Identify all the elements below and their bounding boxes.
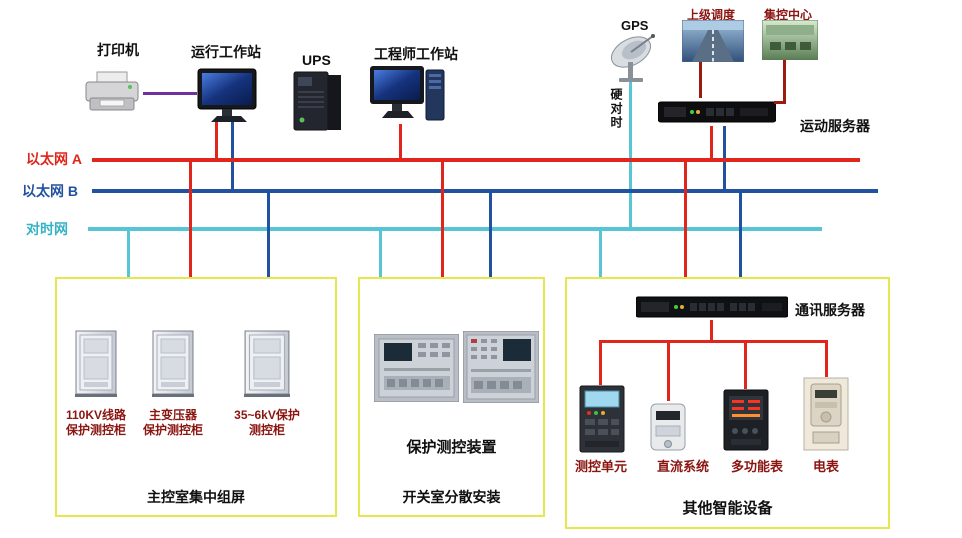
- dc-system-drop: [667, 343, 670, 401]
- device-distribution-line: [599, 340, 828, 343]
- printer-label: 打印机: [97, 42, 139, 58]
- ethernet-b-label: 以太网 B: [22, 183, 78, 199]
- central-control-label: 集控中心: [764, 8, 813, 22]
- dc-system-icon: [648, 401, 688, 453]
- cabinet-transformer-label: 主变压器 保护测控柜: [142, 408, 203, 437]
- measurement-unit-drop: [599, 343, 602, 385]
- main-control-room-caption: 主控室集中组屏: [147, 489, 245, 505]
- hard-time-sync-label: 硬对时: [609, 88, 623, 130]
- gps-label: GPS: [621, 18, 649, 33]
- protection-device-b-icon: [462, 330, 540, 404]
- engineer-workstation-icon: [370, 66, 448, 126]
- rightbox-eth-a-drop: [684, 162, 687, 277]
- operator-monitor-icon: [197, 68, 261, 124]
- rightbox-time-sync-drop: [599, 231, 602, 277]
- leftbox-eth-a-drop: [189, 162, 192, 277]
- ethernet-b-bus: [92, 189, 878, 193]
- superior-dispatch-label: 上级调度: [687, 8, 736, 22]
- server-eth-a-drop: [710, 126, 713, 160]
- dispatch-photo: [681, 19, 745, 63]
- multifunction-meter-label: 多功能表: [730, 459, 783, 474]
- cabinet-35kv-label: 35~6kV保护 测控柜: [234, 408, 300, 437]
- middlebox-eth-a-drop: [441, 162, 444, 277]
- multifunction-meter-icon: [723, 389, 769, 451]
- operator-eth-b-drop: [231, 122, 234, 192]
- energy-meter-label: 电表: [812, 459, 839, 474]
- ethernet-a-bus: [92, 158, 860, 162]
- time-sync-label: 对时网: [26, 221, 68, 237]
- ethernet-a-label: 以太网 A: [26, 151, 82, 167]
- control-center-photo: [761, 19, 819, 61]
- dc-system-label: 直流系统: [656, 459, 709, 474]
- rightbox-eth-b-drop: [739, 193, 742, 277]
- telecontrol-server-label: 运动服务器: [800, 118, 870, 134]
- ups-icon: [290, 70, 346, 132]
- leftbox-time-sync-drop: [127, 231, 130, 277]
- cabinet-transformer-icon: [152, 330, 194, 398]
- ups-label: UPS: [302, 52, 331, 68]
- cabinet-110kv-icon: [75, 330, 117, 398]
- comm-server-feed-line: [710, 320, 713, 342]
- cabinet-110kv-label: 110KV线路 保护测控柜: [65, 408, 127, 437]
- telecontrol-server-icon: [657, 98, 777, 126]
- comm-server-label: 通讯服务器: [795, 302, 865, 318]
- dispatch-uplink-line: [699, 62, 702, 98]
- middlebox-time-sync-drop: [379, 231, 382, 277]
- time-sync-bus: [88, 227, 822, 231]
- energy-meter-drop: [825, 343, 828, 377]
- leftbox-eth-b-drop: [267, 193, 270, 277]
- switchgear-room-caption: 开关室分散安装: [402, 489, 501, 505]
- multifunction-meter-drop: [744, 343, 747, 389]
- control-center-uplink-elbow: [774, 101, 786, 104]
- protection-device-label: 保护测控装置: [406, 439, 497, 456]
- energy-meter-icon: [803, 377, 849, 451]
- operator-eth-a-drop: [215, 122, 218, 160]
- measurement-unit-label: 测控单元: [574, 459, 627, 474]
- control-center-uplink-line: [783, 60, 786, 104]
- middlebox-eth-b-drop: [489, 193, 492, 277]
- gps-dish-icon: [607, 34, 661, 84]
- protection-device-a-icon: [373, 333, 460, 403]
- cabinet-35kv-icon: [244, 330, 290, 398]
- other-devices-caption: 其他智能设备: [682, 500, 773, 517]
- engineer-eth-a-drop: [399, 124, 402, 160]
- printer-link-line: [143, 92, 197, 95]
- comm-server-icon: [635, 294, 789, 320]
- printer-icon: [82, 70, 142, 115]
- measurement-unit-icon: [579, 385, 625, 453]
- operator-workstation-label: 运行工作站: [191, 44, 261, 60]
- gps-time-sync-drop: [629, 82, 632, 230]
- engineer-workstation-label: 工程师工作站: [374, 46, 458, 62]
